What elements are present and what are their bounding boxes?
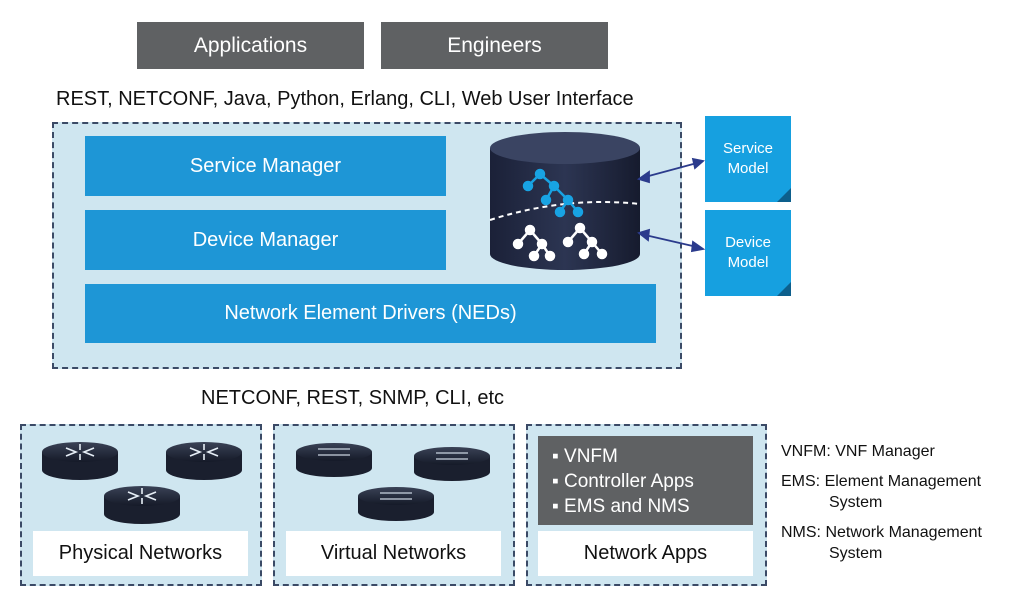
database-icon	[489, 132, 641, 270]
virtual-networks-label: Virtual Networks	[286, 531, 501, 576]
southbound-interfaces-label: NETCONF, REST, SNMP, CLI, etc	[201, 387, 505, 409]
service-model-fold	[777, 188, 791, 202]
engineers-button: Engineers	[381, 22, 608, 69]
service-model-line2: Model	[727, 160, 769, 177]
legend-vnfm: VNFM: VNF Manager	[781, 443, 935, 460]
northbound-interfaces-label: REST, NETCONF, Java, Python, Erlang, CLI…	[56, 88, 634, 110]
network-apps-label: Network Apps	[538, 531, 753, 576]
router-icon	[104, 486, 180, 524]
model-arrows	[636, 157, 706, 253]
device-manager-layer: Device Manager	[85, 210, 446, 270]
legend-nms: NMS: Network Management	[781, 524, 982, 541]
apps-list-item: ▪ VNFM	[552, 446, 618, 467]
ned-layer: Network Element Drivers (NEDs)	[85, 284, 656, 343]
virtual-router-icon	[414, 447, 490, 481]
router-icon	[42, 442, 118, 480]
applications-button: Applications	[137, 22, 364, 69]
device-model-fold	[777, 282, 791, 296]
device-model-line2: Model	[727, 254, 769, 271]
router-icon	[166, 442, 242, 480]
service-model-line1: Service	[722, 140, 774, 157]
physical-routers	[42, 442, 242, 524]
service-model-doc: Service Model	[705, 116, 791, 202]
physical-networks-label: Physical Networks	[33, 531, 248, 576]
legend-ems-cont: System	[829, 494, 883, 511]
device-model-doc: Device Model	[705, 210, 791, 296]
apps-list-item: ▪ Controller Apps	[552, 471, 694, 492]
virtual-router-icon	[296, 443, 372, 477]
virtual-routers	[296, 443, 490, 521]
device-model-line1: Device	[725, 234, 771, 251]
legend-ems: EMS: Element Management	[781, 473, 982, 490]
legend-nms-cont: System	[829, 545, 883, 562]
virtual-router-icon	[358, 487, 434, 521]
network-apps-list: ▪ VNFM ▪ Controller Apps ▪ EMS and NMS	[538, 436, 753, 525]
service-manager-layer: Service Manager	[85, 136, 446, 196]
apps-list-item: ▪ EMS and NMS	[552, 496, 690, 517]
legend: VNFM: VNF Manager EMS: Element Managemen…	[781, 441, 1027, 564]
